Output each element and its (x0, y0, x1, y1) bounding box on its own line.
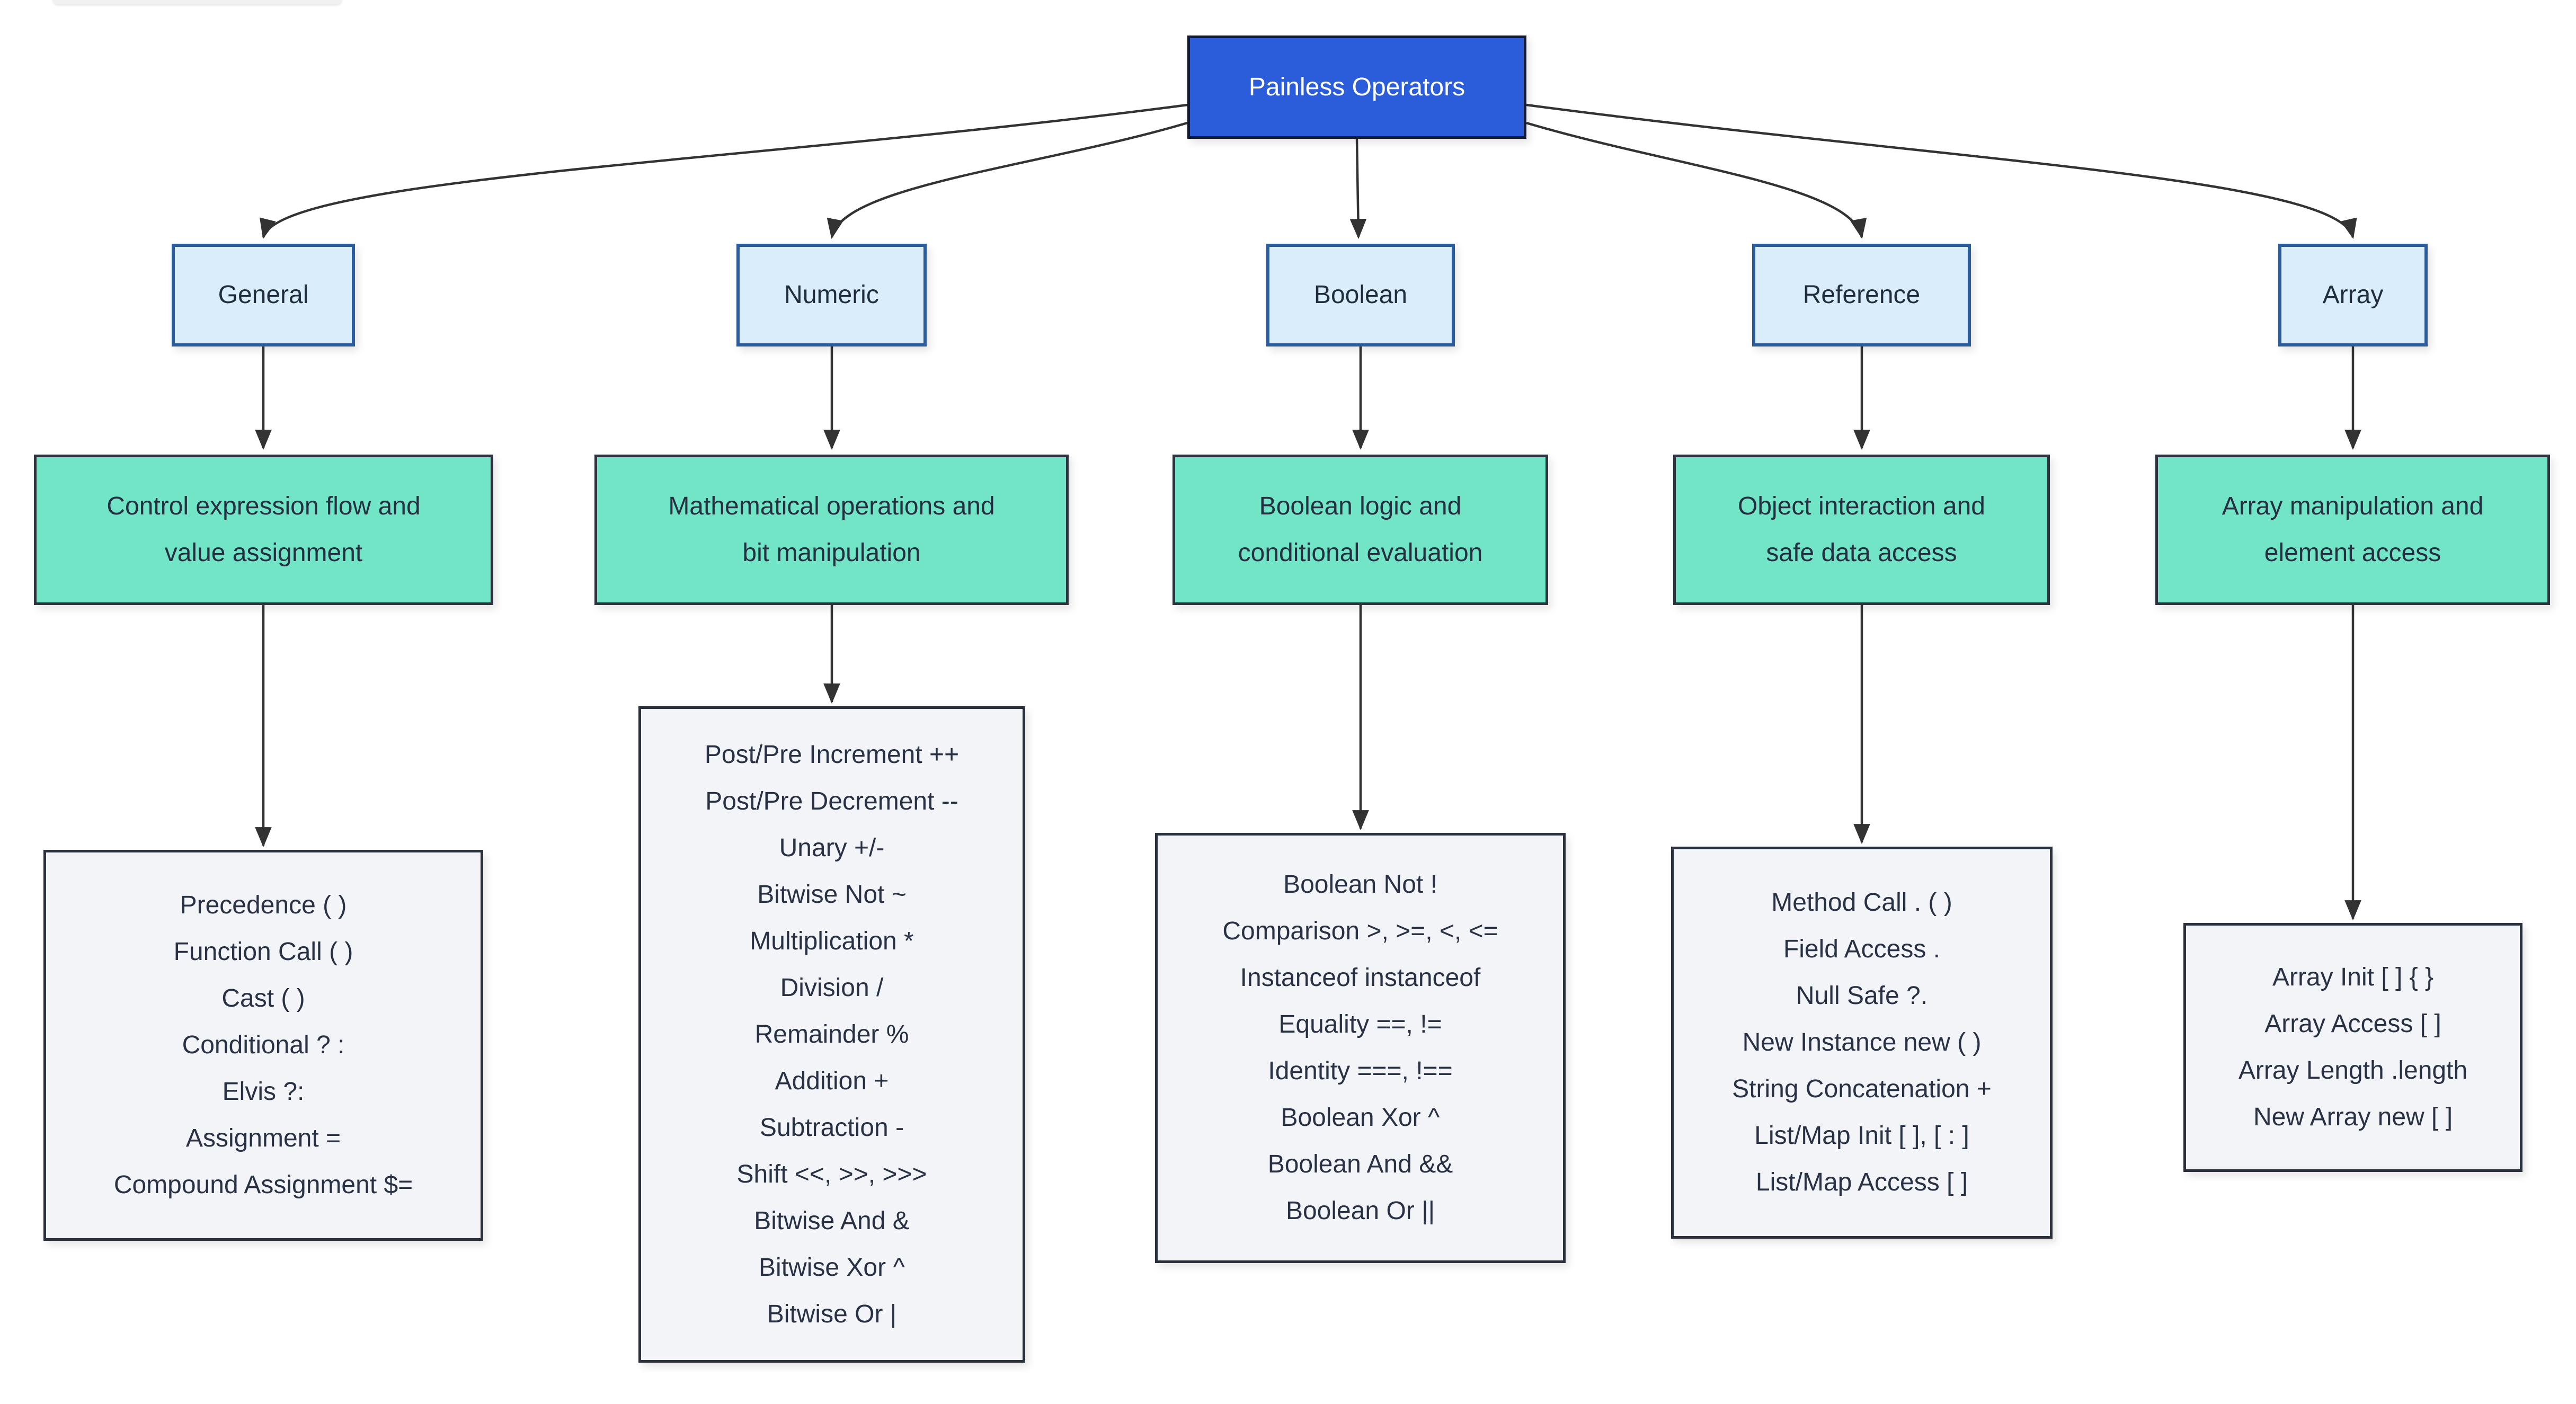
node-summary-reference: Object interaction and safe data access (1673, 455, 2050, 605)
edge-title-to-general (260, 103, 1188, 239)
summary-line: conditional evaluation (1238, 539, 1483, 567)
operator-item: Multiplication * (750, 927, 914, 955)
node-details-boolean: Boolean Not ! Comparison >, >=, <, <= Inst… (1155, 833, 1566, 1263)
node-category-general: General (172, 244, 355, 346)
category-label: General (218, 281, 309, 309)
diagram-title: Painless Operators (1248, 73, 1465, 101)
operator-item: New Array new [ ] (2253, 1103, 2453, 1131)
operator-item: Unary +/- (779, 833, 885, 862)
operator-item: Boolean Or || (1285, 1197, 1435, 1225)
operator-item: Null Safe ?. (1796, 982, 1928, 1010)
category-label: Boolean (1313, 281, 1408, 309)
node-category-numeric: Numeric (736, 244, 927, 346)
operator-item: List/Map Access [ ] (1755, 1168, 1968, 1196)
node-summary-general: Control expression flow and value assign… (34, 455, 493, 605)
summary-line: safe data access (1766, 539, 1957, 567)
edge-title-to-boolean (1349, 138, 1367, 239)
operator-item: Instanceof instanceof (1240, 964, 1481, 992)
operator-item: Comparison >, >=, <, <= (1222, 917, 1498, 945)
operator-item: Remainder % (754, 1020, 909, 1048)
summary-line: Control expression flow and (106, 492, 421, 520)
edge-title-to-array (1526, 103, 2357, 239)
operator-item: Identity ===, !== (1268, 1057, 1453, 1085)
operator-item: Bitwise Xor ^ (759, 1253, 905, 1282)
operator-item: Subtraction - (759, 1113, 904, 1142)
operator-item: Bitwise Not ~ (757, 880, 907, 909)
operator-item: Equality ==, != (1278, 1010, 1442, 1038)
operator-item: Boolean And && (1267, 1150, 1453, 1178)
node-category-reference: Reference (1752, 244, 1971, 346)
operator-item: Method Call . ( ) (1771, 888, 1952, 917)
cutoff-toolbar-remnant (53, 0, 342, 4)
operator-item: Compound Assignment $= (113, 1171, 413, 1199)
operator-item: String Concatenation + (1732, 1075, 1992, 1103)
summary-line: element access (2264, 539, 2441, 567)
summary-line: Boolean logic and (1259, 492, 1462, 520)
summary-line: Mathematical operations and (668, 492, 995, 520)
operator-item: Elvis ?: (222, 1078, 305, 1106)
node-details-general: Precedence ( ) Function Call ( ) Cast ( ) C… (43, 850, 483, 1241)
operator-item: Array Init [ ] { } (2272, 963, 2434, 991)
operator-item: Array Access [ ] (2264, 1010, 2441, 1038)
edge-title-to-numeric (827, 121, 1188, 239)
operator-item: Array Length .length (2238, 1056, 2468, 1085)
operator-item: Cast ( ) (221, 984, 305, 1012)
category-label: Numeric (784, 281, 879, 309)
node-details-reference: Method Call . ( ) Field Access . Null Safe… (1671, 847, 2053, 1239)
node-details-numeric: Post/Pre Increment ++ Post/Pre Decrement … (638, 706, 1025, 1363)
summary-line: Array manipulation and (2222, 492, 2484, 520)
operator-item: Post/Pre Decrement -- (705, 787, 958, 815)
edge-title-to-reference (1526, 121, 1867, 239)
summary-line: value assignment (164, 539, 363, 567)
node-summary-array: Array manipulation and element access (2155, 455, 2550, 605)
operator-item: List/Map Init [ ], [ : ] (1754, 1122, 1969, 1150)
operator-item: Boolean Xor ^ (1281, 1104, 1440, 1132)
summary-line: Object interaction and (1738, 492, 1985, 520)
node-summary-boolean: Boolean logic and conditional evaluation (1172, 455, 1548, 605)
summary-line: bit manipulation (742, 539, 921, 567)
category-label: Reference (1802, 281, 1921, 309)
node-title: Painless Operators (1187, 35, 1526, 139)
operator-item: Bitwise Or | (767, 1300, 897, 1328)
operator-item: Precedence ( ) (180, 891, 347, 919)
node-summary-numeric: Mathematical operations and bit manipula… (594, 455, 1069, 605)
node-category-boolean: Boolean (1266, 244, 1455, 346)
node-category-array: Array (2278, 244, 2428, 346)
operator-item: New Instance new ( ) (1742, 1028, 1982, 1056)
operator-item: Bitwise And & (754, 1206, 910, 1235)
operator-item: Assignment = (185, 1124, 341, 1152)
operator-item: Conditional ? : (182, 1031, 345, 1059)
operator-item: Post/Pre Increment ++ (704, 740, 960, 769)
operator-item: Boolean Not ! (1283, 870, 1437, 899)
operator-item: Function Call ( ) (173, 938, 353, 966)
category-label: Array (2322, 281, 2384, 309)
node-details-array: Array Init [ ] { } Array Access [ ] Array … (2183, 923, 2522, 1172)
operator-item: Addition + (775, 1067, 889, 1095)
operator-item: Field Access . (1783, 935, 1941, 963)
operator-item: Division / (780, 973, 884, 1002)
operator-item: Shift <<, >>, >>> (736, 1160, 927, 1188)
